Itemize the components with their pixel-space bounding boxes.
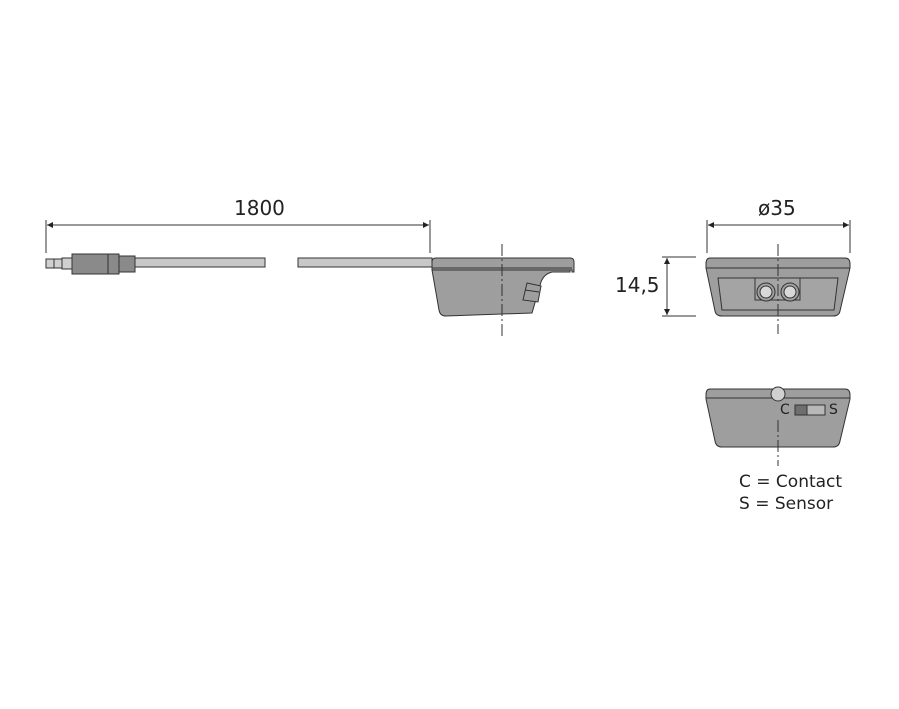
height-dimension <box>662 256 696 317</box>
sensor-bottom-view <box>705 386 851 466</box>
cable-length-dimension <box>45 220 431 253</box>
sensor-side-view <box>431 244 575 336</box>
diameter-dimension <box>706 220 851 253</box>
legend-sensor: S = Sensor <box>739 494 834 514</box>
connector-right <box>780 282 800 302</box>
cable-segment-right <box>297 257 433 268</box>
switch-label-contact: C <box>780 402 790 418</box>
legend-contact: C = Contact <box>739 472 843 492</box>
connector-left <box>756 282 776 302</box>
cable-segment-left <box>134 257 266 268</box>
sensor-front-view <box>705 244 851 334</box>
height-label: 14,5 <box>615 273 660 297</box>
mode-switch <box>794 404 826 416</box>
legend: C = Contact S = Sensor <box>739 471 842 515</box>
switch-label-sensor: S <box>829 402 838 418</box>
diameter-label: ø35 <box>758 196 796 220</box>
jack-plug <box>45 253 136 275</box>
cable-length-label: 1800 <box>234 196 285 220</box>
